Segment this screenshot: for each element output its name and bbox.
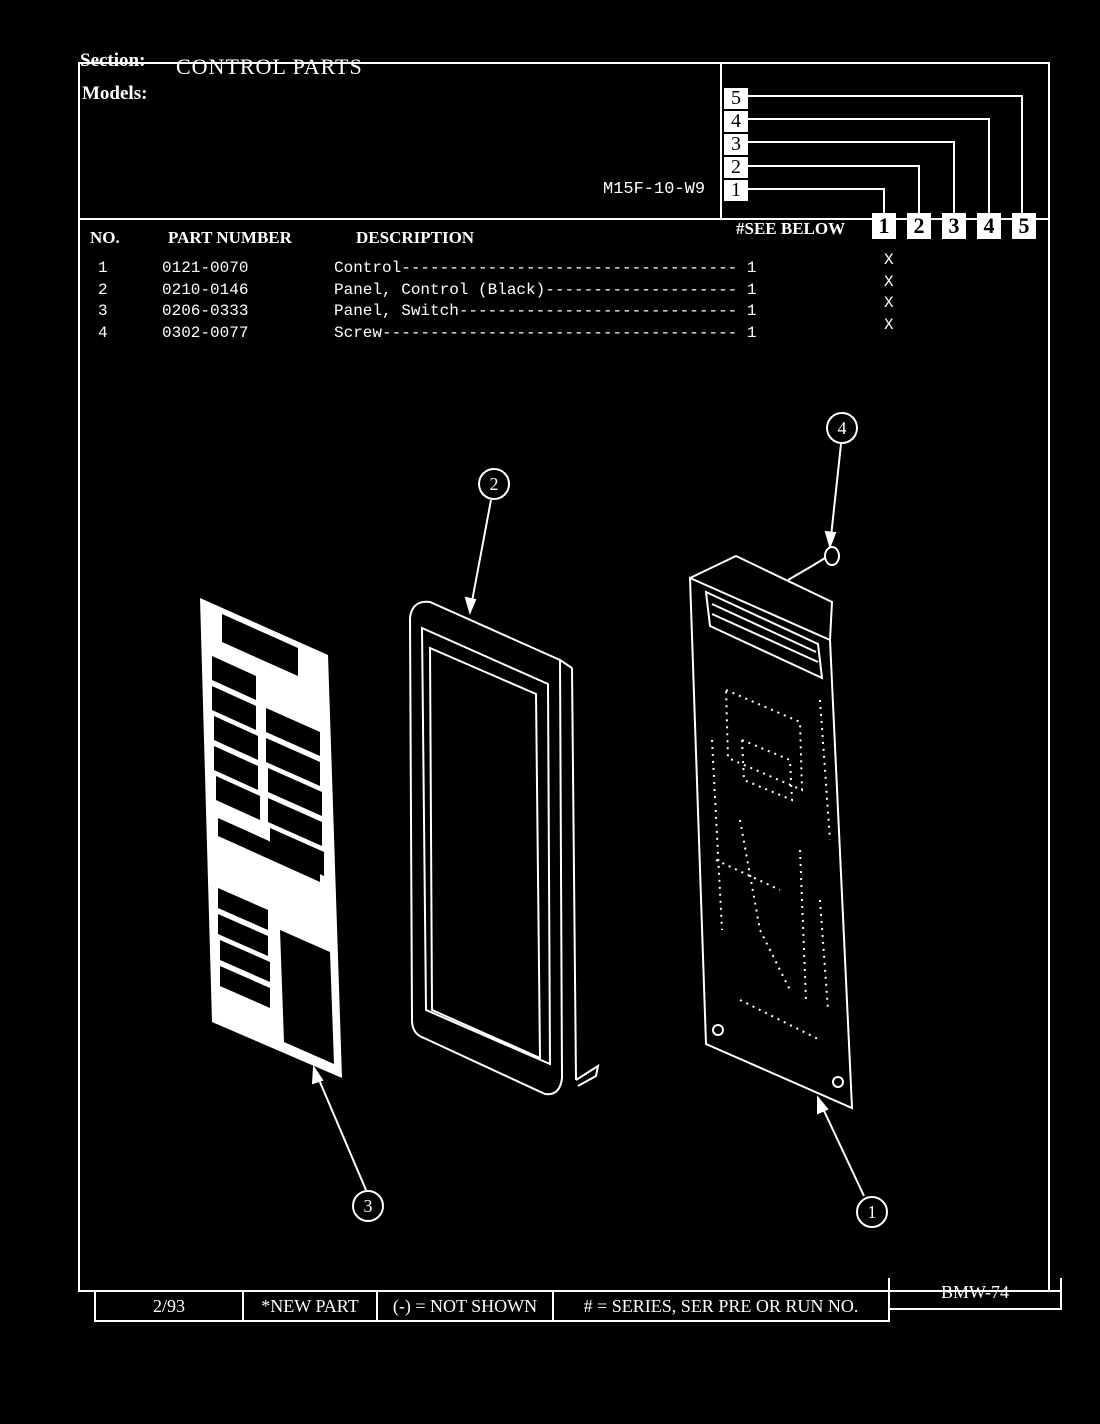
footer-not-shown: (-) = NOT SHOWN: [376, 1290, 554, 1322]
col-part-number: PART NUMBER: [168, 228, 292, 247]
table-row: 2 0210-0146 Panel, Control (Black)------…: [0, 273, 1100, 303]
row-part: 0206-0333: [162, 302, 249, 320]
col-model-3: 3: [942, 213, 966, 239]
callout-2: 2: [478, 468, 510, 500]
model-box-4: 4: [724, 111, 748, 132]
row-part: 0121-0070: [162, 259, 249, 277]
row-mark: X: [884, 273, 894, 291]
switch-panel-illustration: [200, 598, 342, 1078]
row-desc: Panel, Switch---------------------------…: [334, 302, 757, 320]
screw-illustration: [787, 546, 840, 581]
footer-code: BMW-74: [888, 1278, 1062, 1310]
control-board-illustration: [688, 554, 854, 1110]
models-label: Models:: [82, 83, 148, 104]
col-model-4: 4: [977, 213, 1001, 239]
table-row: 3 0206-0333 Panel, Switch---------------…: [0, 294, 1100, 324]
row-desc: Control---------------------------------…: [334, 259, 757, 277]
col-no: NO.: [90, 228, 120, 247]
col-model-2: 2: [907, 213, 931, 239]
model-connector-lines: [748, 95, 1023, 213]
row-mark: X: [884, 294, 894, 312]
col-model-5: 5: [1012, 213, 1036, 239]
table-row: 4 0302-0077 Screw-----------------------…: [0, 316, 1100, 346]
col-model-1: 1: [872, 213, 896, 239]
row-desc: Screw-----------------------------------…: [334, 324, 757, 342]
section-label: Section:: [80, 50, 146, 71]
models-divider: [720, 64, 722, 220]
row-mark: X: [884, 316, 894, 334]
model-code: M15F-10-W9: [603, 180, 706, 199]
callout-1: 1: [856, 1196, 888, 1228]
model-box-1: 1: [724, 180, 748, 201]
row-part: 0210-0146: [162, 281, 249, 299]
callout-3: 3: [352, 1190, 384, 1222]
footer-new-part: *NEW PART: [242, 1290, 378, 1322]
control-panel-frame-illustration: [408, 600, 600, 1096]
model-box-3: 3: [724, 134, 748, 155]
row-no: 4: [98, 324, 108, 342]
row-no: 1: [98, 259, 108, 277]
footer-date: 2/93: [94, 1290, 244, 1322]
table-row: 1 0121-0070 Control---------------------…: [0, 251, 1100, 281]
row-desc: Panel, Control (Black)------------------…: [334, 281, 757, 299]
row-no: 2: [98, 281, 108, 299]
exploded-parts-diagram: [200, 443, 865, 1197]
row-no: 3: [98, 302, 108, 320]
section-value: CONTROL PARTS: [176, 54, 363, 79]
col-description: DESCRIPTION: [356, 228, 475, 247]
header-rule: [78, 218, 1050, 220]
row-mark: X: [884, 251, 894, 269]
col-see-below: #SEE BELOW: [736, 219, 846, 238]
footer-series: # = SERIES, SER PRE OR RUN NO.: [552, 1290, 890, 1322]
model-box-2: 2: [724, 157, 748, 178]
model-box-5: 5: [724, 88, 748, 109]
callout-4: 4: [826, 412, 858, 444]
row-part: 0302-0077: [162, 324, 249, 342]
